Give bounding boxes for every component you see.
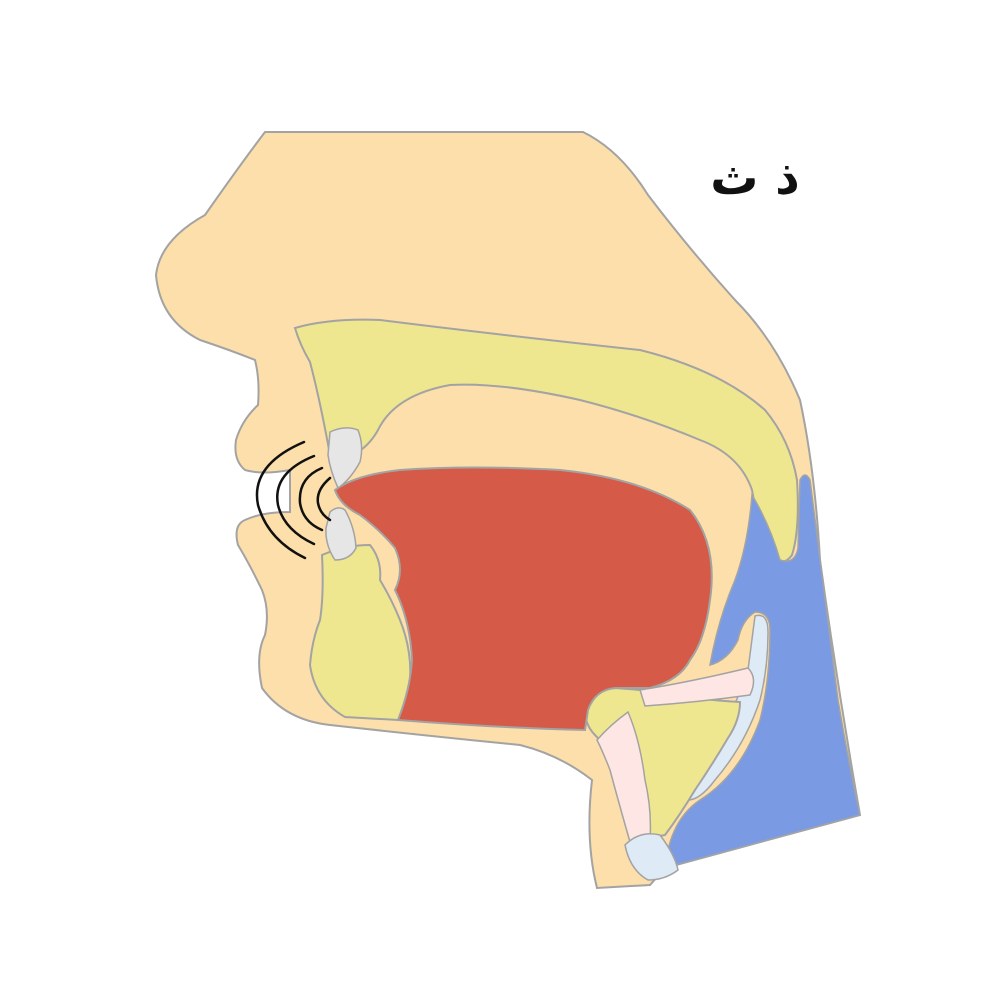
arytenoid-cartilage (624, 833, 679, 881)
arabic-letters-label: ذ ث (710, 150, 800, 206)
sound-wave-smallest (316, 476, 332, 522)
sound-waves-icon (255, 440, 332, 560)
lower-tooth (325, 507, 357, 561)
pharynx-airway (664, 474, 861, 870)
sound-wave-inner (298, 466, 324, 532)
tongue (333, 466, 713, 732)
sound-wave-outer (255, 440, 307, 560)
thyroid-cartilage (639, 667, 755, 707)
sound-wave-middle (276, 454, 316, 546)
upper-tooth (327, 427, 363, 490)
cricoid-cartilage (596, 710, 652, 843)
